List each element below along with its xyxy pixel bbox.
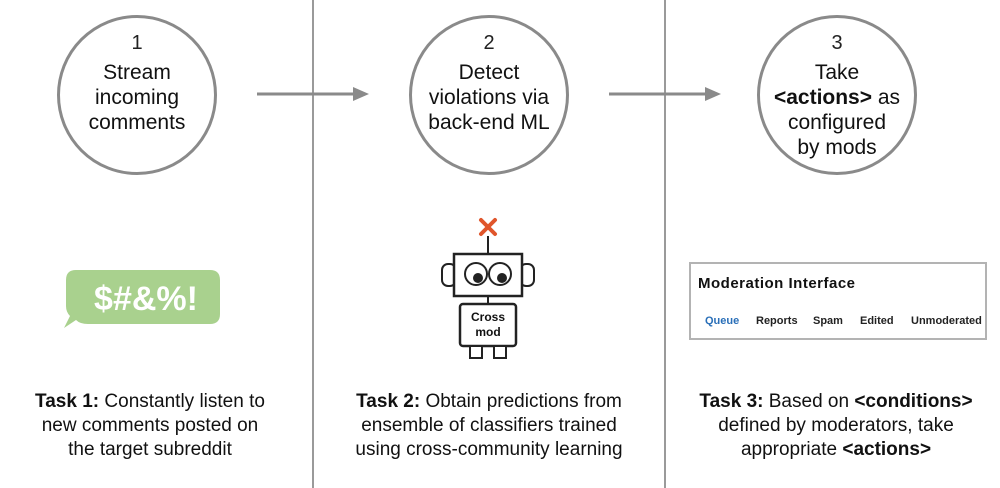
robot-label-line1: Cross — [471, 310, 505, 324]
column-divider-2 — [664, 0, 666, 488]
step-2-number: 2 — [483, 32, 495, 54]
speech-bubble-icon: $#&%! — [64, 270, 220, 328]
step-1-circle: 1 Stream incoming comments — [57, 15, 217, 175]
arrow-right-icon — [609, 87, 721, 101]
robot-label-line2: mod — [475, 325, 500, 339]
robot-icon: Cross mod — [441, 218, 535, 359]
arrow-right-icon — [257, 87, 369, 101]
step-2-text: Detect violations via back-end ML — [428, 61, 550, 134]
step-2-circle: 2 Detect violations via back-end ML — [409, 15, 569, 175]
task-1-description: Task 1: Constantly listen to new comment… — [35, 391, 265, 460]
step-3-number: 3 — [831, 32, 843, 54]
tab-edited[interactable]: Edited — [860, 315, 894, 327]
column-divider-1 — [312, 0, 314, 488]
tab-queue[interactable]: Queue — [705, 315, 740, 327]
tab-reports[interactable]: Reports — [756, 315, 798, 327]
moderation-interface-panel: Moderation Interface Queue Reports Spam … — [689, 262, 987, 340]
tab-spam[interactable]: Spam — [813, 315, 843, 327]
task-2-description: Task 2: Obtain predictions from ensemble… — [355, 391, 623, 460]
speech-bubble-text: $#&%! — [94, 280, 198, 318]
tab-unmoderated[interactable]: Unmoderated — [911, 315, 982, 327]
task-3-description: Task 3: Based on <conditions> defined by… — [699, 391, 973, 460]
step-3-text: Take <actions> as configured by mods — [773, 61, 901, 159]
step-3-circle: 3 Take <actions> as configured by mods — [757, 15, 917, 175]
step-1-number: 1 — [131, 32, 143, 54]
moderation-interface-title: Moderation Interface — [698, 275, 856, 292]
step-1-text: Stream incoming comments — [88, 61, 186, 134]
